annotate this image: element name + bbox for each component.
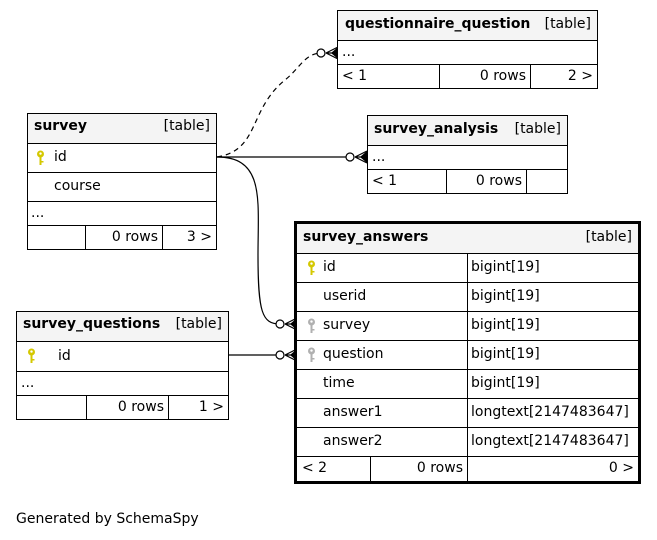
column-name: course bbox=[54, 178, 101, 194]
table-type-tag: [table] bbox=[175, 316, 222, 332]
generated-by-footer: Generated by SchemaSpy bbox=[16, 511, 199, 527]
ellipsis-row: ... bbox=[338, 40, 597, 64]
table-type-tag: [table] bbox=[585, 229, 632, 245]
column-type: bigint[19] bbox=[471, 259, 540, 275]
column-row[interactable]: answer1 longtext[2147483647] bbox=[297, 398, 638, 427]
column-row[interactable]: question bigint[19] bbox=[297, 340, 638, 369]
column-name: id bbox=[54, 149, 67, 165]
table-type-tag: [table] bbox=[163, 118, 210, 134]
table-survey-questions[interactable]: survey_questions [table] id ... 0 rows 1… bbox=[16, 311, 229, 420]
column-row[interactable]: id bbox=[28, 143, 216, 172]
optional-circle bbox=[275, 350, 285, 360]
table-header: survey_analysis [table] bbox=[368, 116, 567, 145]
column-row[interactable]: id bbox=[17, 341, 228, 371]
column-name: answer2 bbox=[323, 433, 383, 449]
table-type-tag: [table] bbox=[514, 121, 561, 137]
table-survey-answers[interactable]: survey_answers [table] id bigint[19] use… bbox=[294, 221, 641, 484]
column-row[interactable]: time bigint[19] bbox=[297, 369, 638, 398]
table-footer: < 1 0 rows 2 > bbox=[338, 64, 597, 88]
table-name: survey_questions bbox=[23, 316, 161, 332]
table-questionnaire-question[interactable]: questionnaire_question [table] ... < 1 0… bbox=[337, 10, 598, 89]
table-footer: < 1 0 rows bbox=[368, 169, 567, 193]
table-footer: 0 rows 3 > bbox=[28, 225, 216, 249]
table-name: survey_answers bbox=[303, 229, 429, 245]
table-name: survey_analysis bbox=[374, 121, 499, 137]
table-header: questionnaire_question [table] bbox=[338, 11, 597, 40]
table-footer: 0 rows 1 > bbox=[17, 395, 228, 419]
table-name: survey bbox=[34, 118, 87, 134]
primary-key-icon bbox=[36, 150, 45, 166]
table-footer: < 2 0 rows 0 > bbox=[297, 456, 638, 481]
table-survey[interactable]: survey [table] id course ... 0 rows 3 > bbox=[27, 113, 217, 250]
column-name: time bbox=[323, 375, 355, 391]
table-header: survey_answers [table] bbox=[297, 224, 638, 253]
foreign-key-icon bbox=[307, 318, 316, 334]
ellipsis-row: ... bbox=[368, 145, 567, 169]
column-type: longtext[2147483647] bbox=[471, 433, 629, 449]
link-survey-to-questionnaire-question bbox=[216, 52, 323, 158]
table-survey-analysis[interactable]: survey_analysis [table] ... < 1 0 rows bbox=[367, 115, 568, 194]
column-name: id bbox=[58, 348, 71, 364]
column-row[interactable]: survey bigint[19] bbox=[297, 311, 638, 340]
column-type: bigint[19] bbox=[471, 375, 540, 391]
children-count[interactable]: 1 > bbox=[198, 399, 224, 415]
column-name: question bbox=[323, 346, 384, 362]
children-count[interactable]: 3 > bbox=[186, 229, 212, 245]
foreign-key-icon bbox=[307, 347, 316, 363]
row-count: 0 rows bbox=[117, 399, 164, 415]
optional-circle bbox=[345, 152, 355, 162]
column-row[interactable]: userid bigint[19] bbox=[297, 282, 638, 311]
column-name: survey bbox=[323, 317, 371, 333]
primary-key-icon bbox=[307, 260, 316, 276]
ellipsis-row: ... bbox=[17, 371, 228, 395]
children-count[interactable]: 0 > bbox=[608, 460, 634, 476]
parents-count[interactable]: < 1 bbox=[342, 68, 368, 84]
row-count: 0 rows bbox=[479, 68, 526, 84]
primary-key-icon bbox=[27, 348, 36, 364]
parents-count[interactable]: < 2 bbox=[302, 460, 328, 476]
column-name: id bbox=[323, 259, 336, 275]
column-type: bigint[19] bbox=[471, 288, 540, 304]
ellipsis-row: ... bbox=[28, 201, 216, 225]
column-type: bigint[19] bbox=[471, 317, 540, 333]
table-type-tag: [table] bbox=[544, 16, 591, 32]
table-header: survey [table] bbox=[28, 114, 216, 143]
column-name: userid bbox=[323, 288, 367, 304]
row-count: 0 rows bbox=[111, 229, 158, 245]
column-type: bigint[19] bbox=[471, 346, 540, 362]
column-row[interactable]: answer2 longtext[2147483647] bbox=[297, 427, 638, 456]
link-survey-to-survey-answers bbox=[216, 156, 281, 325]
parents-count[interactable]: < 1 bbox=[372, 173, 398, 189]
column-name: answer1 bbox=[323, 404, 383, 420]
table-header: survey_questions [table] bbox=[17, 312, 228, 341]
optional-circle bbox=[275, 319, 285, 329]
optional-circle bbox=[316, 48, 326, 58]
row-count: 0 rows bbox=[475, 173, 522, 189]
row-count: 0 rows bbox=[416, 460, 463, 476]
column-row[interactable]: id bigint[19] bbox=[297, 253, 638, 282]
column-type: longtext[2147483647] bbox=[471, 404, 629, 420]
children-count[interactable]: 2 > bbox=[567, 68, 593, 84]
column-row[interactable]: course bbox=[28, 172, 216, 201]
table-name: questionnaire_question bbox=[345, 16, 531, 32]
